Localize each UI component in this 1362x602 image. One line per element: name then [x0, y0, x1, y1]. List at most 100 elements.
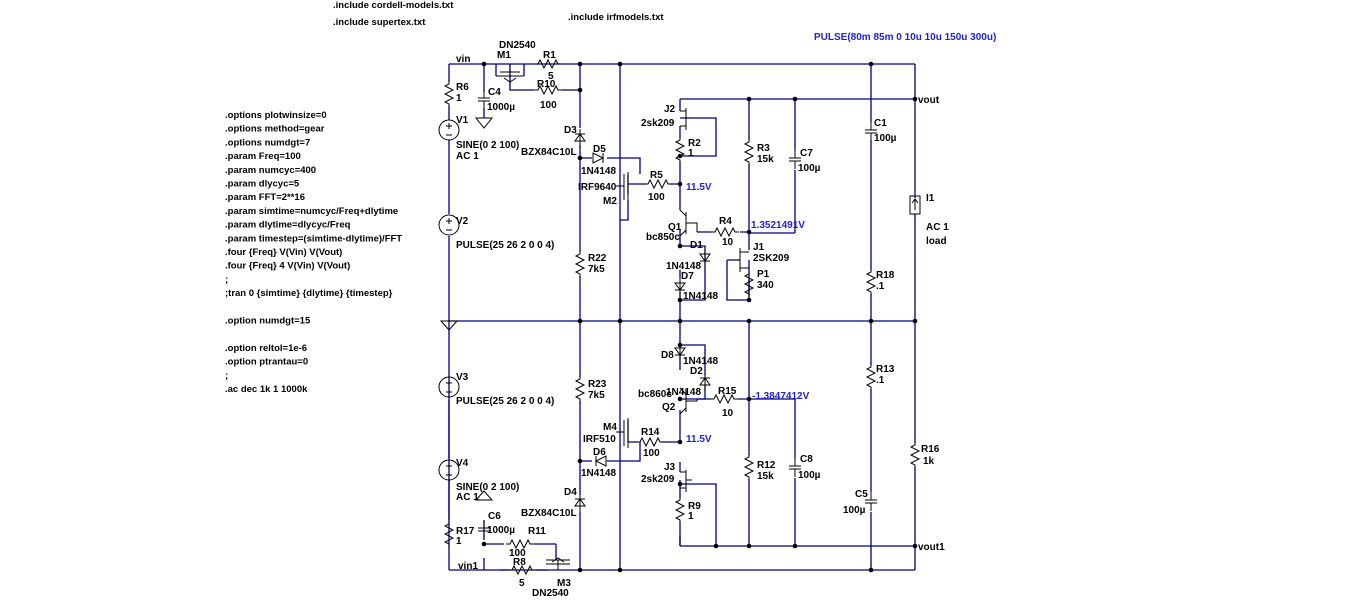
i1-name: I1 — [926, 193, 935, 204]
q1-name: Q1 — [668, 222, 682, 233]
r2-name: R2 — [688, 138, 701, 149]
r14-name: R14 — [641, 427, 660, 438]
directive-line: .options plotwinsize=0 — [225, 110, 327, 121]
directive-line: .options method=gear — [225, 124, 325, 135]
r18-value: .1 — [876, 281, 885, 292]
r23-value: 7k5 — [588, 390, 605, 401]
r4-resistor[interactable] — [710, 227, 740, 237]
r5-name: R5 — [650, 170, 663, 181]
d2-name: D2 — [690, 366, 703, 377]
j1-jfet[interactable] — [733, 248, 749, 272]
net-vout: vout — [918, 95, 940, 106]
c8-name: C8 — [800, 454, 813, 465]
v2-name: V2 — [456, 216, 469, 227]
c7-name: C7 — [800, 148, 813, 159]
j2-jfet[interactable] — [680, 108, 692, 130]
d3-model: BZX84C10L — [521, 147, 577, 158]
r4-name: R4 — [719, 216, 732, 227]
r11-resistor[interactable] — [505, 539, 535, 549]
ground-symbol — [439, 117, 494, 501]
d8-name: D8 — [661, 350, 674, 361]
c6-name: C6 — [488, 511, 501, 522]
r18-resistor[interactable] — [866, 267, 876, 297]
r12-value: 15k — [757, 471, 774, 482]
d4-model: BZX84C10L — [521, 508, 577, 519]
directive-line: .param timestep=(simtime-dlytime)/FFT — [225, 233, 402, 244]
r10-name: R10 — [537, 79, 556, 90]
r6-name: R6 — [456, 82, 469, 93]
include-cordell: .include cordell-models.txt — [333, 0, 454, 11]
r22-value: 7k5 — [588, 264, 605, 275]
m1-mosfet[interactable] — [496, 64, 524, 83]
q2-name: Q2 — [662, 402, 676, 413]
r12-name: R12 — [757, 460, 776, 471]
j3-name: J3 — [664, 462, 676, 473]
d5-diode[interactable] — [592, 152, 605, 164]
i1-label: load — [926, 236, 947, 247]
directive-line: .param dlycyc=5 — [225, 179, 300, 190]
r4-value: 10 — [722, 237, 734, 248]
r16-value: 1k — [923, 456, 935, 467]
r9-resistor[interactable] — [675, 495, 685, 525]
q2-bjt[interactable] — [679, 387, 698, 415]
include-supertex: .include supertex.txt — [333, 17, 426, 28]
net-vin1: vin1 — [458, 561, 478, 572]
r22-resistor[interactable] — [575, 249, 585, 279]
r11-value: 100 — [509, 548, 526, 559]
r11-name: R11 — [528, 526, 546, 537]
r3-resistor[interactable] — [744, 137, 754, 167]
m1-name: M1 — [497, 50, 511, 61]
v3-name: V3 — [456, 372, 469, 383]
m2-model: IRF9640 — [578, 182, 617, 193]
d1-diode[interactable] — [699, 248, 711, 268]
m2-mosfet[interactable] — [616, 172, 629, 202]
c1-name: C1 — [874, 118, 887, 129]
j1-model: 2SK209 — [753, 253, 790, 264]
directive-line: ;tran 0 {simtime} {dlytime} {timestep} — [225, 288, 393, 299]
r23-resistor[interactable] — [575, 374, 585, 404]
directive-line: .option numdgt=15 — [225, 316, 311, 327]
j3-jfet[interactable] — [680, 470, 692, 492]
r16-resistor[interactable] — [910, 440, 920, 470]
i1-current-source[interactable] — [909, 195, 921, 215]
directive-line: .option reltol=1e-6 — [225, 343, 307, 354]
r3-name: R3 — [757, 143, 770, 154]
v1-ac: AC 1 — [456, 151, 479, 162]
p1-value: 340 — [757, 280, 774, 291]
v1-value: SINE(0 2 100) — [456, 140, 519, 151]
c4-name: C4 — [488, 87, 501, 98]
r3-value: 15k — [757, 154, 774, 165]
net-vin: vin — [456, 54, 470, 65]
v1-name: V1 — [456, 115, 469, 126]
include-irf: .include irfmodels.txt — [568, 12, 664, 23]
directive-line: .param numcyc=400 — [225, 165, 316, 176]
d2-model: 1N4148 — [666, 387, 701, 398]
include-directives: .include cordell-models.txt .include sup… — [333, 0, 664, 28]
directive-line: .param dlytime=dlycyc/Freq — [225, 220, 351, 231]
q1-bjt[interactable] — [679, 209, 698, 237]
spice-directives: .options plotwinsize=0 .options method=ge… — [225, 110, 402, 395]
m4-model: IRF510 — [583, 434, 616, 445]
r13-resistor[interactable] — [866, 362, 876, 392]
d5-model: 1N4148 — [581, 166, 616, 177]
m4-name: M4 — [603, 422, 617, 433]
r8-name: R8 — [513, 557, 526, 568]
j2-model: 2sk209 — [641, 118, 675, 129]
c8-value: 100µ — [798, 470, 821, 481]
directive-line: .option ptrantau=0 — [225, 357, 308, 368]
directive-line: .four {Freq} 4 V(Vin) V(Vout) — [225, 261, 350, 272]
directive-line: .ac dec 1k 1 1000k — [225, 384, 308, 395]
d3-name: D3 — [564, 125, 577, 136]
r5-resistor[interactable] — [643, 179, 673, 189]
r12-resistor[interactable] — [744, 452, 754, 482]
m4-mosfet[interactable] — [616, 418, 629, 448]
m3-mosfet[interactable] — [546, 557, 570, 570]
directive-line: ; — [225, 370, 228, 381]
j3-model: 2sk209 — [641, 474, 675, 485]
r2-resistor[interactable] — [675, 135, 685, 165]
d6-diode[interactable] — [594, 455, 607, 467]
r6-resistor[interactable] — [444, 79, 454, 109]
r6-value: 1 — [456, 93, 462, 104]
junction-dots — [481, 61, 918, 573]
